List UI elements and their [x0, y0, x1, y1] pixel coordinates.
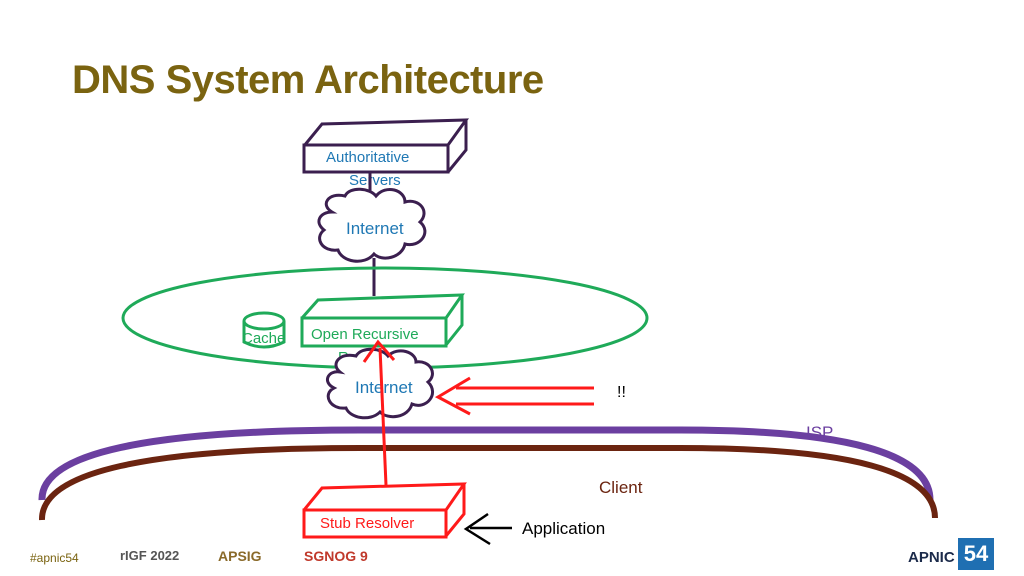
authoritative-label-line1: Authoritative — [326, 149, 409, 166]
internet-label-bottom: Internet — [355, 378, 413, 397]
footer-hashtag: #apnic54 — [30, 551, 79, 565]
red-query-line — [378, 347, 388, 486]
exclaim-label: !! — [617, 384, 626, 401]
authoritative-label-line2: Servers — [349, 172, 401, 189]
attack-arrow — [434, 376, 594, 416]
client-arc — [38, 445, 938, 521]
application-arrow — [463, 512, 512, 546]
isp-arc — [38, 426, 934, 501]
rigf-logo: rIGF 2022 — [120, 548, 180, 563]
apnic-logo: APNIC — [908, 549, 955, 566]
red-arrow-head — [362, 339, 396, 363]
client-label: Client — [599, 478, 643, 497]
cache-label: Cache — [242, 330, 285, 347]
apsig-logo: APSIG — [218, 548, 262, 564]
application-label: Application — [522, 519, 605, 538]
authoritative-servers-box — [302, 118, 469, 174]
stub-resolver-box — [302, 482, 467, 539]
stub-resolver-label: Stub Resolver — [320, 515, 414, 532]
open-resolver-label-line1: Open Recursive — [311, 326, 419, 343]
internet-label-top: Internet — [346, 219, 404, 238]
cache-cylinder — [242, 311, 286, 349]
apnic-54-badge: 54 — [958, 538, 994, 570]
internet-cloud-top — [317, 187, 427, 263]
sgnog-logo: SGNOG 9 — [304, 548, 368, 564]
isp-label: ISP — [806, 423, 833, 442]
slide-title: DNS System Architecture — [72, 58, 544, 102]
